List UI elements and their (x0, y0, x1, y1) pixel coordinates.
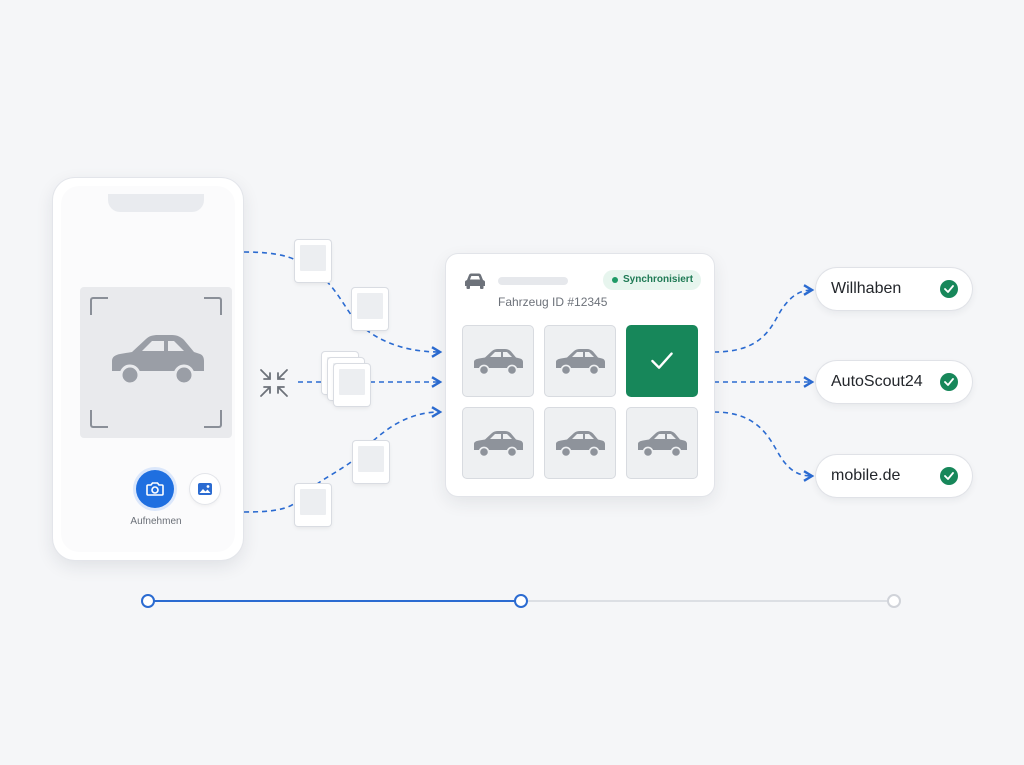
photo-thumbnail (295, 484, 331, 526)
capture-button[interactable] (136, 470, 174, 508)
check-icon (651, 352, 673, 369)
car-icon (473, 348, 524, 376)
check-icon (940, 373, 958, 391)
car-icon (473, 430, 524, 458)
photo-tile[interactable] (544, 325, 616, 397)
photo-tile[interactable] (462, 325, 534, 397)
phone-mockup: Aufnehmen (53, 178, 243, 560)
camera-viewfinder (80, 287, 232, 438)
marketplace-mobile-de: mobile.de (816, 455, 972, 497)
phone-screen: Aufnehmen (61, 186, 235, 552)
progress-step-node (887, 594, 901, 608)
marketplace-name: mobile.de (831, 467, 901, 484)
progress-fill (148, 600, 521, 602)
check-icon (940, 280, 958, 298)
viewfinder-corner (204, 297, 222, 315)
car-icon (112, 335, 204, 386)
image-icon (198, 483, 212, 495)
car-icon (465, 273, 485, 289)
car-icon (555, 430, 606, 458)
photo-tile[interactable] (544, 407, 616, 479)
viewfinder-corner (204, 410, 222, 428)
status-badge: Synchronisiert (603, 270, 702, 290)
vehicle-id: Fahrzeug ID #12345 (498, 295, 608, 309)
progress-step-node (514, 594, 528, 608)
photo-tile-selected[interactable] (626, 325, 698, 397)
connector-phone-to-card-top (243, 251, 443, 358)
marketplace-willhaben: Willhaben (816, 268, 972, 310)
viewfinder-corner (90, 297, 108, 315)
status-badge-label: Synchronisiert (623, 274, 694, 285)
viewfinder-corner (90, 410, 108, 428)
compress-icon (260, 369, 288, 397)
marketplace-name: AutoScout24 (831, 373, 923, 390)
connector-card-to-willhaben (713, 284, 815, 353)
photo-thumbnail (295, 240, 331, 282)
car-icon (637, 430, 688, 458)
marketplace-name: Willhaben (831, 280, 902, 297)
photo-grid (462, 325, 700, 481)
status-dot (612, 277, 618, 283)
photo-thumbnail (353, 441, 389, 483)
car-icon (555, 348, 606, 376)
progress-track (141, 594, 901, 608)
progress-step-node (141, 594, 155, 608)
photo-tile[interactable] (626, 407, 698, 479)
title-placeholder (498, 277, 568, 285)
camera-icon (146, 482, 164, 496)
vehicle-card: Synchronisiert Fahrzeug ID #12345 (446, 254, 714, 496)
check-icon (940, 467, 958, 485)
photo-tile[interactable] (462, 407, 534, 479)
photo-thumbnail (352, 288, 388, 330)
gallery-button[interactable] (190, 474, 220, 504)
photo-thumbnail (334, 364, 370, 406)
marketplace-autoscout24: AutoScout24 (816, 361, 972, 403)
connector-phone-to-card-bottom (243, 406, 443, 513)
connector-card-to-mobile (713, 411, 815, 482)
capture-label: Aufnehmen (130, 516, 182, 527)
phone-notch (108, 194, 204, 212)
